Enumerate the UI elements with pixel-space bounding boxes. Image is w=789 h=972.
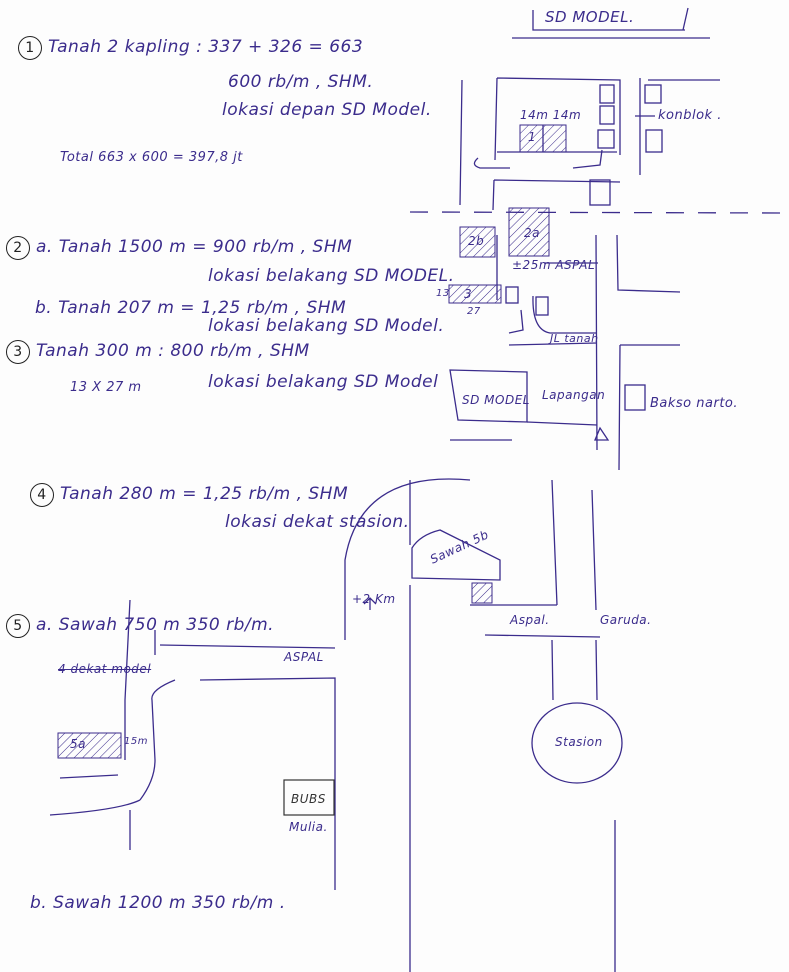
map-label-lot3-width: 13 xyxy=(436,288,450,299)
map-label-lot5a: 5a xyxy=(70,737,86,751)
item-5a-line1: a. Sawah 750 m 350 rb/m. xyxy=(36,615,275,635)
map-label-aspal-lower: ASPAL xyxy=(284,650,324,664)
item-1-line2: 600 rb/m , SHM. xyxy=(228,72,374,92)
item-4-line1: Tanah 280 m = 1,25 rb/m , SHM xyxy=(60,484,349,504)
item-2a-line2: lokasi belakang SD MODEL. xyxy=(208,266,455,286)
map-label-crossed-out: 4 dekat model xyxy=(58,662,152,676)
item-3-line2: 13 X 27 m xyxy=(70,380,142,395)
map-label-bakso-narto: Bakso narto. xyxy=(650,396,739,411)
header-title: SD MODEL. xyxy=(545,8,635,26)
map-label-konblok: konblok . xyxy=(658,108,722,123)
item-number-circle: 3 xyxy=(6,340,30,364)
item-number-circle: 1 xyxy=(18,36,42,60)
map-label-sd-model: SD MODEL xyxy=(462,393,530,407)
map-label-bubs: BUBS xyxy=(291,792,326,806)
item-3-line3: lokasi belakang SD Model xyxy=(208,372,439,392)
lot-3 xyxy=(448,284,502,304)
map-label-lot1: 1 xyxy=(528,130,537,144)
map-label-garuda: Garuda. xyxy=(600,613,652,627)
map-label-lot2a: 2a xyxy=(524,226,540,240)
header-frame xyxy=(532,7,689,31)
map-label-lot-width: 14m 14m xyxy=(520,108,582,122)
item-2a: 2 a. Tanah 1500 m = 900 rb/m , SHM xyxy=(6,236,352,260)
item-number-circle: 5 xyxy=(6,614,30,638)
item-1: 1 Tanah 2 kapling : 337 + 326 = 663 xyxy=(18,36,363,60)
item-2a-line1: a. Tanah 1500 m = 900 rb/m , SHM xyxy=(36,237,353,257)
map-label-distance: +2 Km xyxy=(352,592,396,606)
item-1-line1: Tanah 2 kapling : 337 + 326 = 663 xyxy=(48,37,364,57)
map-label-lot5a-width: 15m xyxy=(124,736,148,747)
item-number-circle: 2 xyxy=(6,236,30,260)
map-label-lot3: 3 xyxy=(464,287,473,301)
map-label-lapangan: Lapangan xyxy=(542,388,606,402)
item-2b-line2: lokasi belakang SD Model. xyxy=(208,316,445,336)
map-label-lot2b: 2b xyxy=(468,234,485,248)
item-5a: 5 a. Sawah 750 m 350 rb/m. xyxy=(6,614,274,638)
map-label-stasion: Stasion xyxy=(555,735,603,749)
map-label-lot3-length: 27 xyxy=(467,306,481,317)
lot-2a xyxy=(508,207,550,257)
item-1-line3: lokasi depan SD Model. xyxy=(222,100,432,120)
map-label-aspal-25m: ±25m ASPAL xyxy=(512,258,596,272)
item-number-circle: 4 xyxy=(30,483,54,507)
map-label-aspal: Aspal. xyxy=(510,613,550,627)
item-4-line2: lokasi dekat stasion. xyxy=(225,512,410,532)
item-4: 4 Tanah 280 m = 1,25 rb/m , SHM xyxy=(30,483,348,507)
item-5b-line1: b. Sawah 1200 m 350 rb/m . xyxy=(30,893,286,913)
item-3-line1: Tanah 300 m : 800 rb/m , SHM xyxy=(36,341,310,361)
item-2b-line1: b. Tanah 207 m = 1,25 rb/m , SHM xyxy=(35,298,347,318)
lot-2b xyxy=(459,226,496,258)
item-3: 3 Tanah 300 m : 800 rb/m , SHM xyxy=(6,340,310,364)
item-1-total: Total 663 x 600 = 397,8 jt xyxy=(60,150,243,165)
map-label-jl-tanah: JL tanah xyxy=(550,332,599,345)
map-label-mulia: Mulia. xyxy=(289,820,328,834)
